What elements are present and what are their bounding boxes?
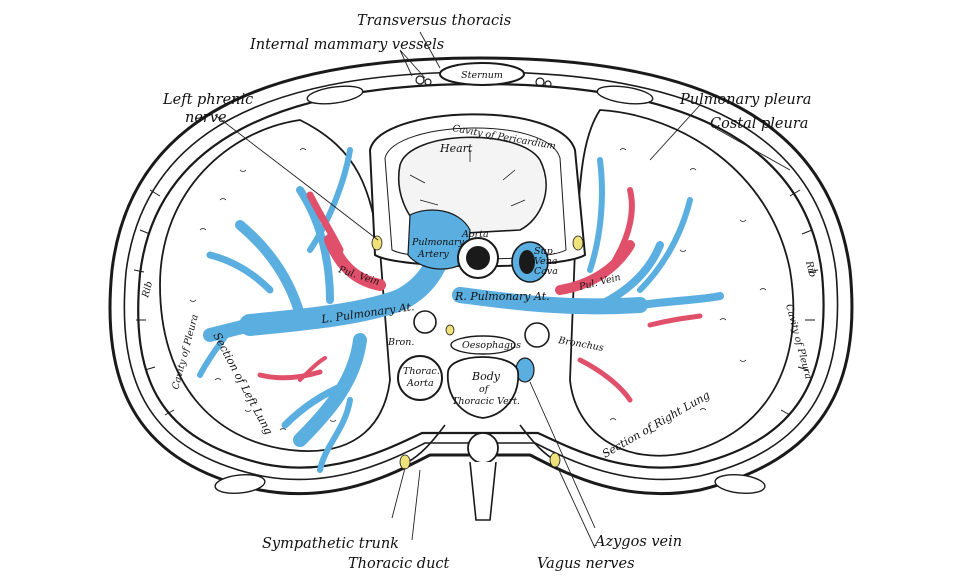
svc-label-1: Sup.: [534, 246, 556, 257]
heart-label: Heart: [439, 142, 473, 155]
oesophagus-label: Oesophagus: [462, 340, 521, 351]
costal-cartilages: [214, 85, 766, 495]
bronchus-left-label: Bron.: [387, 337, 414, 348]
pulmonary-artery-label-2: Artery: [417, 249, 449, 260]
r-pulmonary-artery-label: R. Pulmonary At.: [454, 290, 550, 303]
right-bronchus: [524, 322, 550, 348]
label-left-phrenic-line2: nerve: [185, 110, 227, 126]
sternum: Sternum: [439, 62, 525, 86]
oesophagus: [450, 335, 516, 355]
label-internal-mammary-vessels: Internal mammary vessels: [249, 37, 444, 53]
svc-label-2: Vena: [534, 256, 558, 267]
label-left-phrenic-line1: Left phrenic: [162, 92, 253, 108]
vertebra-label-1: Body: [471, 370, 501, 383]
superior-vena-cava: [511, 241, 549, 283]
thoracic-vertebra: [407, 356, 559, 521]
label-costal-pleura: Costal pleura: [710, 116, 808, 132]
rib-right-label: Rib: [803, 259, 818, 279]
thoracic-aorta-label-2: Aorta: [406, 378, 434, 389]
aorta-label: Aorta: [461, 229, 489, 240]
rib-left-label: Rib: [140, 280, 155, 300]
pulmonary-veins: [257, 187, 703, 403]
internal-mammary-vessels: [415, 75, 552, 88]
lung-stipple: [189, 148, 767, 432]
sternum-label: Sternum: [461, 70, 503, 81]
left-bronchus: [413, 310, 437, 334]
label-transversus-thoracis: Transversus thoracis: [357, 13, 511, 29]
pulmonary-artery-label-1: Pulmonary: [411, 237, 465, 248]
nerves: [371, 235, 584, 470]
label-sympathetic-trunk: Sympathetic trunk: [262, 536, 399, 552]
label-thoracic-duct: Thoracic duct: [348, 556, 450, 572]
label-pulmonary-pleura: Pulmonary pleura: [679, 92, 811, 108]
external-labels: Transversus thoracis Internal mammary ve…: [162, 13, 811, 572]
vertebra-label-3: Thoracic Vert.: [452, 396, 520, 407]
thoracic-aorta: [397, 355, 443, 401]
thoracic-aorta-label-1: Thorac.: [403, 366, 440, 377]
vertebra-label-2: of: [479, 384, 490, 395]
leader-lines: [214, 31, 791, 549]
label-azygos-vein: Azygos vein: [593, 534, 682, 550]
svc-label-3: Cava: [534, 266, 558, 277]
label-vagus-nerves: Vagus nerves: [537, 556, 635, 572]
ascending-aorta: [457, 237, 499, 279]
